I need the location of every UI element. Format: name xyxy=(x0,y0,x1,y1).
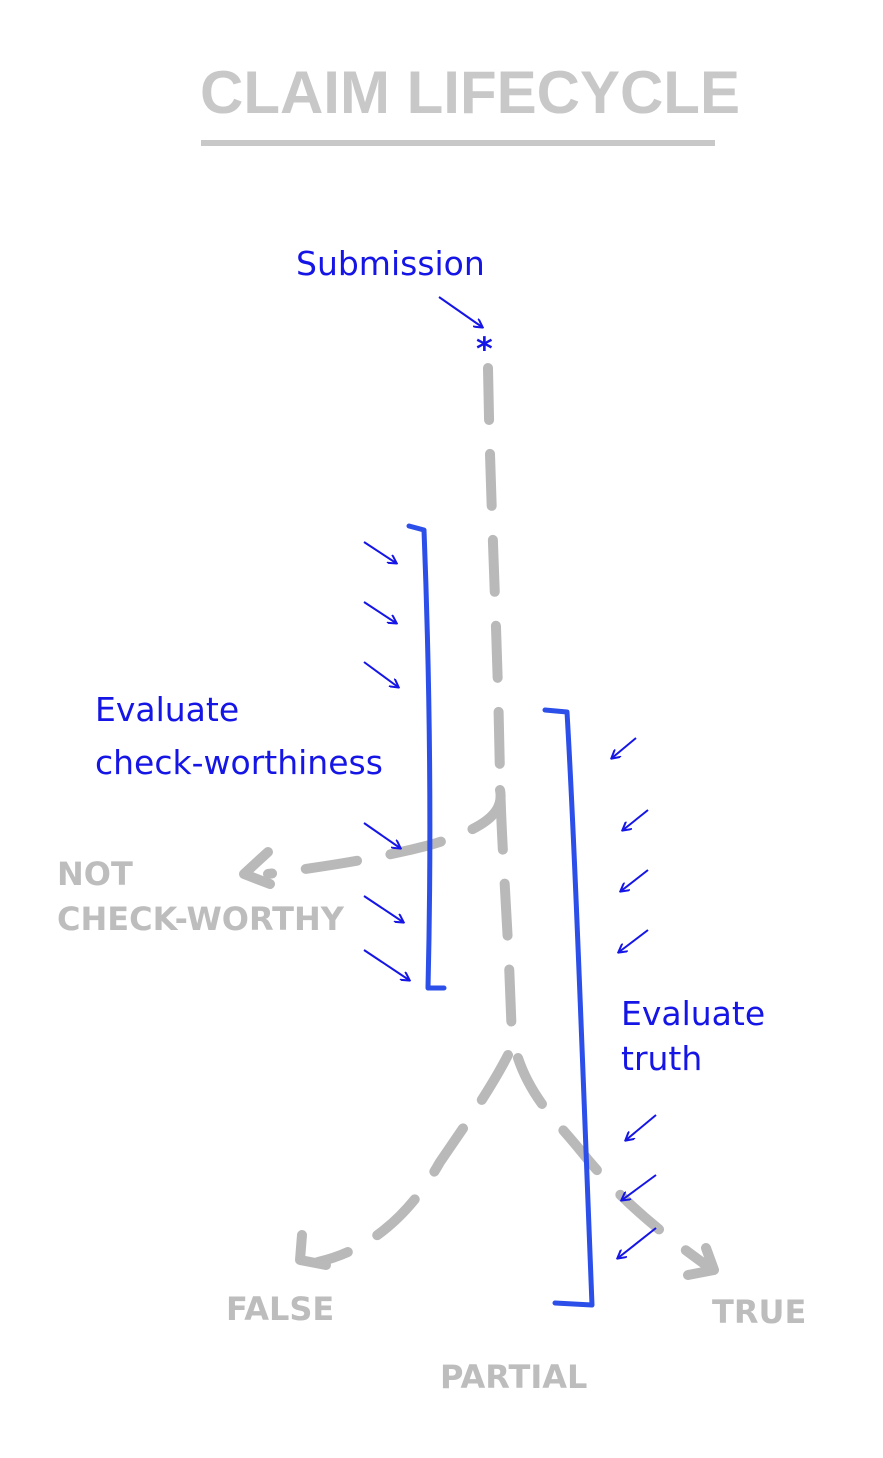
truth-arrow xyxy=(621,869,649,891)
false-outcome: FALSE xyxy=(226,1290,335,1328)
branch-to-true xyxy=(513,1053,715,1273)
annotation-arrows xyxy=(363,296,657,1258)
submission-arrow xyxy=(438,296,482,327)
truth-arrow xyxy=(622,1174,657,1200)
truth-arrow xyxy=(618,1227,657,1258)
check-worthiness-arrow xyxy=(363,661,398,687)
not-check-worthy-line-2: CHECK-WORTHY xyxy=(57,899,344,938)
claim-flow-path xyxy=(263,363,715,1273)
start-marker: * xyxy=(476,330,493,368)
true-arrowhead xyxy=(683,1243,719,1280)
diagram-title: CLAIM LIFECYCLE xyxy=(200,59,740,126)
evaluate-check-worthiness-line-1: Evaluate xyxy=(95,690,240,729)
evaluate-truth-label: Evaluate truth xyxy=(621,992,765,1081)
truth-arrow xyxy=(612,737,637,758)
truth-bracket xyxy=(542,707,595,1308)
not-check-worthy-line-1: NOT xyxy=(57,855,133,893)
title-underline xyxy=(201,140,715,146)
check-worthiness-arrow xyxy=(363,601,396,623)
evaluate-check-worthiness-line-2: check-worthiness xyxy=(95,742,383,782)
evaluation-brackets xyxy=(406,523,595,1308)
check-worthiness-arrow xyxy=(363,949,409,980)
truth-arrow xyxy=(626,1114,657,1140)
false-arrowhead xyxy=(295,1230,331,1270)
branch-to-false xyxy=(313,1050,513,1267)
true-outcome: TRUE xyxy=(712,1293,807,1331)
outcome-arrowheads xyxy=(239,847,719,1280)
evaluate-truth-line-2: truth xyxy=(621,1038,703,1078)
evaluate-truth-line-1: Evaluate xyxy=(621,994,766,1033)
partial-outcome: PARTIAL xyxy=(440,1358,588,1396)
check-worthiness-bracket xyxy=(406,523,447,991)
check-worthiness-arrow xyxy=(363,895,403,922)
submission-label: Submission xyxy=(296,244,485,283)
main-trunk-line xyxy=(483,363,517,1053)
not-check-worthy-arrowhead xyxy=(239,847,275,889)
truth-arrow xyxy=(619,929,649,952)
not-check-worthy-outcome: NOT CHECK-WORTHY xyxy=(57,852,344,942)
evaluate-check-worthiness-label: Evaluate check-worthiness xyxy=(95,684,383,790)
truth-arrow xyxy=(623,809,649,830)
check-worthiness-arrow xyxy=(363,822,400,848)
check-worthiness-arrow xyxy=(363,541,396,563)
